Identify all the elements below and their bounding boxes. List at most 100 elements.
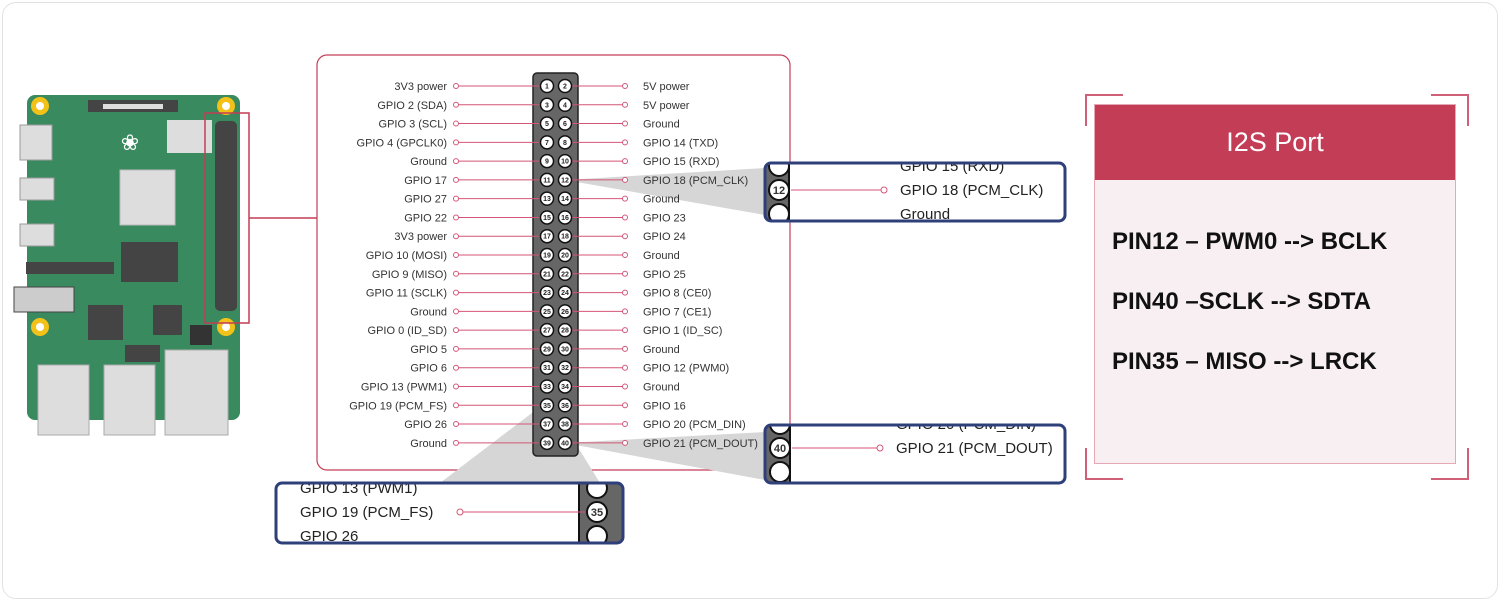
pin-label-right: GPIO 23 (643, 212, 686, 224)
pin-number: 29 (543, 346, 551, 353)
pin-35 (586, 501, 608, 523)
pin-number: 40 (561, 440, 569, 447)
pin-number: 18 (561, 234, 569, 241)
pin-12 (557, 172, 573, 188)
i2s-port-panel: I2S Port PIN12 – PWM0 --> BCLK PIN40 –SC… (1094, 104, 1456, 464)
pin-3 (539, 97, 555, 113)
pin-dot (453, 345, 459, 352)
pin-dot (622, 83, 628, 89)
pin-number: 27 (543, 328, 551, 335)
pin-label-right: GPIO 1 (ID_SC) (643, 325, 722, 337)
pin-34 (557, 379, 573, 394)
pin-dot (453, 308, 459, 315)
pin-label-right: Ground (643, 194, 680, 206)
callout-label-below: GPIO 26 (300, 528, 358, 545)
pin-dot (622, 214, 628, 221)
pin-dot (622, 195, 628, 202)
pin-number: 13 (543, 196, 551, 203)
pin-dot (622, 120, 628, 127)
pin-dot (453, 195, 459, 202)
raspberry-logo-icon: ❀ (121, 130, 139, 155)
pin-dot (453, 270, 459, 277)
pin-4 (557, 97, 573, 113)
callout-label-above: GPIO 15 (RXD) (900, 158, 1004, 175)
pin-number: 11 (543, 177, 551, 184)
pin-number: 19 (543, 253, 551, 260)
pin-label-right: Ground (643, 250, 680, 262)
pin-dot (876, 444, 884, 452)
pin-number: 17 (543, 234, 551, 241)
pin-adjacent (768, 203, 790, 221)
pin-label-right: GPIO 7 (CE1) (643, 306, 711, 318)
corner-mark (1085, 94, 1123, 126)
pin-dot (622, 139, 628, 146)
pin-9 (539, 153, 555, 169)
pin-label-left: GPIO 26 (404, 419, 447, 431)
pin-label-right: GPIO 20 (PCM_DIN) (643, 419, 746, 431)
pin-18 (557, 228, 573, 244)
pin-adjacent (769, 425, 791, 435)
pin-dot (622, 439, 628, 446)
pin-number: 21 (543, 271, 551, 278)
callout-label: GPIO 19 (PCM_FS) (300, 504, 433, 521)
pin-dot (622, 270, 628, 277)
pin-number: 1 (545, 84, 549, 91)
pin-32 (557, 360, 573, 375)
pin-number: 32 (561, 365, 569, 372)
pin-label-left: GPIO 5 (410, 344, 447, 356)
pin-29 (539, 341, 555, 357)
pin-dot (456, 508, 464, 516)
pin-dot (622, 101, 628, 108)
pin-number: 12 (561, 177, 569, 184)
pin-dot (622, 402, 628, 409)
raspberry-pi-board: ❀ (13, 95, 240, 436)
pin-label-left: GPIO 4 (GPCLK0) (357, 137, 447, 149)
pin-label-left: GPIO 0 (ID_SD) (368, 325, 447, 337)
pin-adjacent (586, 483, 608, 499)
pin-27 (539, 322, 555, 338)
pin-7 (539, 135, 555, 150)
callout-box (765, 163, 1065, 221)
pin-label-right: Ground (643, 344, 680, 356)
pin-dot (453, 289, 459, 296)
i2s-title: I2S Port (1095, 105, 1455, 180)
pin-mapping: PIN12 – PWM0 --> BCLK (1112, 228, 1388, 255)
pin-31 (539, 360, 555, 375)
pin-number: 9 (545, 159, 549, 166)
pin-adjacent (769, 461, 791, 483)
pin-label-left: Ground (410, 156, 447, 168)
pin-number: 23 (543, 290, 551, 297)
pin-label-left: Ground (410, 306, 447, 318)
pin-38 (557, 416, 573, 432)
pin-number: 2 (563, 84, 567, 91)
pin-label-left: GPIO 11 (SCLK) (366, 288, 447, 300)
pin-8 (557, 135, 573, 150)
pin-dot (622, 327, 628, 334)
pin-number: 20 (561, 253, 569, 260)
pin-label-left: GPIO 27 (404, 194, 447, 206)
callout-label: GPIO 18 (PCM_CLK) (900, 182, 1043, 199)
pin-12 (768, 179, 790, 201)
pin-33 (539, 379, 555, 394)
pin-21 (539, 266, 555, 282)
pin-35 (539, 398, 555, 413)
pin-number: 37 (543, 422, 551, 429)
pin-dot (453, 120, 459, 127)
pin-dot (622, 421, 628, 428)
pin-dot (880, 186, 888, 194)
pin-23 (539, 285, 555, 300)
pin-label-right: 5V power (643, 100, 690, 112)
pin-label-right: Ground (643, 381, 680, 393)
corner-mark (1085, 448, 1123, 480)
pin-dot (622, 252, 628, 259)
callout-label-below: Ground (900, 206, 950, 223)
